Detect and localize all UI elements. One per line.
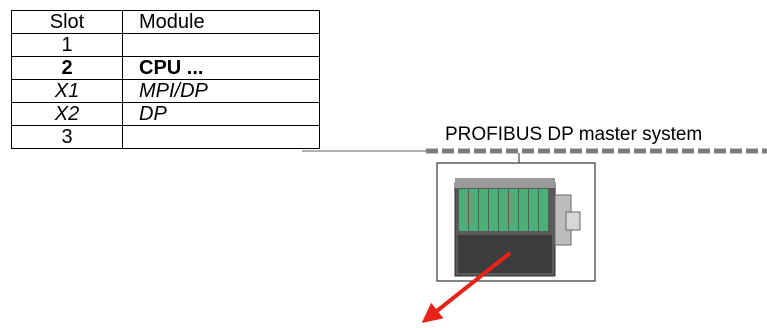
terminal-block <box>458 235 552 273</box>
io-modules-green <box>459 189 548 231</box>
slot-module-table: Slot Module 1 2 CPU ... X1 MPI/DP X2 DP … <box>11 10 320 149</box>
slot-cell: X2 <box>11 102 123 126</box>
module-header: Module <box>122 10 320 34</box>
module-cell <box>122 125 320 149</box>
module-rack-top <box>455 178 555 188</box>
dp-slave-station[interactable] <box>436 162 596 282</box>
bus-label: PROFIBUS DP master system <box>445 124 703 145</box>
table-row-slot-x1[interactable]: X1 MPI/DP <box>11 79 320 103</box>
table-row-slot-3[interactable]: 3 <box>11 125 320 149</box>
module-cell: MPI/DP <box>122 79 320 103</box>
table-header-row: Slot Module <box>11 10 320 34</box>
slot-header: Slot <box>11 10 123 34</box>
red-arrow <box>421 251 512 323</box>
slot-cell: 3 <box>11 125 123 149</box>
connector-plug <box>565 211 581 231</box>
